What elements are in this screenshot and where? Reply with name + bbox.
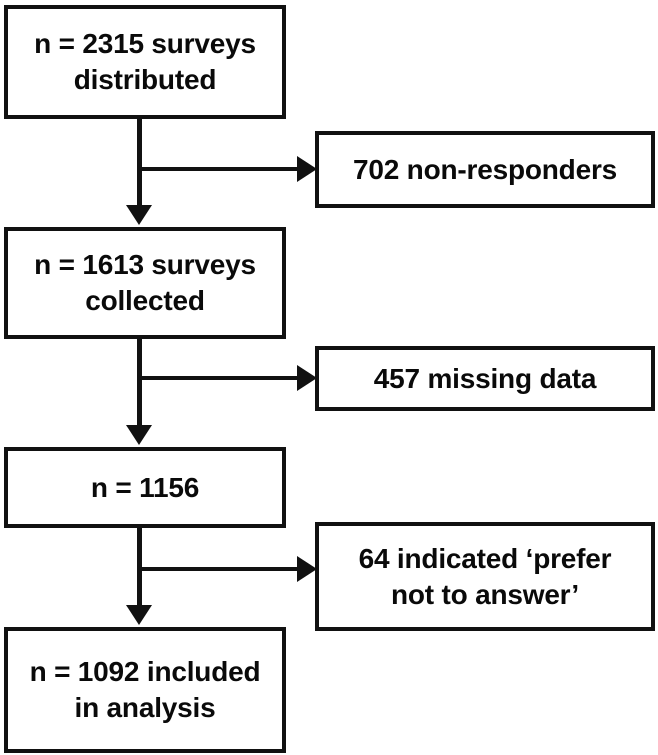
node-text-line-2: in analysis (74, 692, 216, 723)
node-text: n = 1092 included in analysis (30, 654, 261, 726)
connector-line-collected-to-n1156 (137, 338, 142, 432)
node-text: n = 1613 surveys collected (34, 247, 256, 319)
node-n-1156: n = 1156 (4, 447, 286, 528)
node-text-line-1: n = 1156 (90, 471, 200, 503)
node-text-line-1: n = 1613 surveys (34, 249, 256, 281)
node-text: n = 1156 (91, 470, 199, 506)
connector-line-distributed-to-collected (137, 118, 142, 212)
node-missing-data: 457 missing data (315, 346, 655, 411)
node-surveys-distributed: n = 2315 surveys distributed (4, 5, 286, 119)
node-prefer-not-to-answer: 64 indicated ‘prefer not to answer’ (315, 522, 655, 631)
node-non-responders: 702 non-responders (315, 131, 655, 208)
arrowhead-right-icon (297, 556, 317, 582)
node-text-line-1: n = 1092 included (29, 656, 261, 688)
node-text-line-1: 457 missing data (373, 362, 597, 394)
node-text: 702 non-responders (353, 152, 617, 188)
arrowhead-right-icon (297, 156, 317, 182)
node-text-line-2: distributed (73, 64, 217, 95)
node-text-line-1: 702 non-responders (352, 153, 618, 185)
node-text-line-1: 64 indicated ‘prefer (358, 542, 612, 574)
connector-line-to-non-responders (140, 167, 305, 171)
node-text-line-1: n = 2315 surveys (34, 28, 256, 60)
connector-line-to-missing-data (140, 376, 305, 380)
node-text-line-2: collected (85, 285, 205, 316)
node-text: n = 2315 surveys distributed (34, 26, 256, 98)
connector-line-to-prefer-not-to-answer (140, 567, 305, 571)
connector-line-n1156-to-included (137, 527, 142, 612)
node-included-in-analysis: n = 1092 included in analysis (4, 627, 286, 753)
node-text: 64 indicated ‘prefer not to answer’ (359, 541, 612, 613)
arrowhead-down-icon (126, 425, 152, 445)
node-surveys-collected: n = 1613 surveys collected (4, 227, 286, 339)
arrowhead-right-icon (297, 365, 317, 391)
arrowhead-down-icon (126, 605, 152, 625)
node-text: 457 missing data (373, 361, 597, 397)
arrowhead-down-icon (126, 205, 152, 225)
node-text-line-2: not to answer’ (390, 578, 580, 610)
